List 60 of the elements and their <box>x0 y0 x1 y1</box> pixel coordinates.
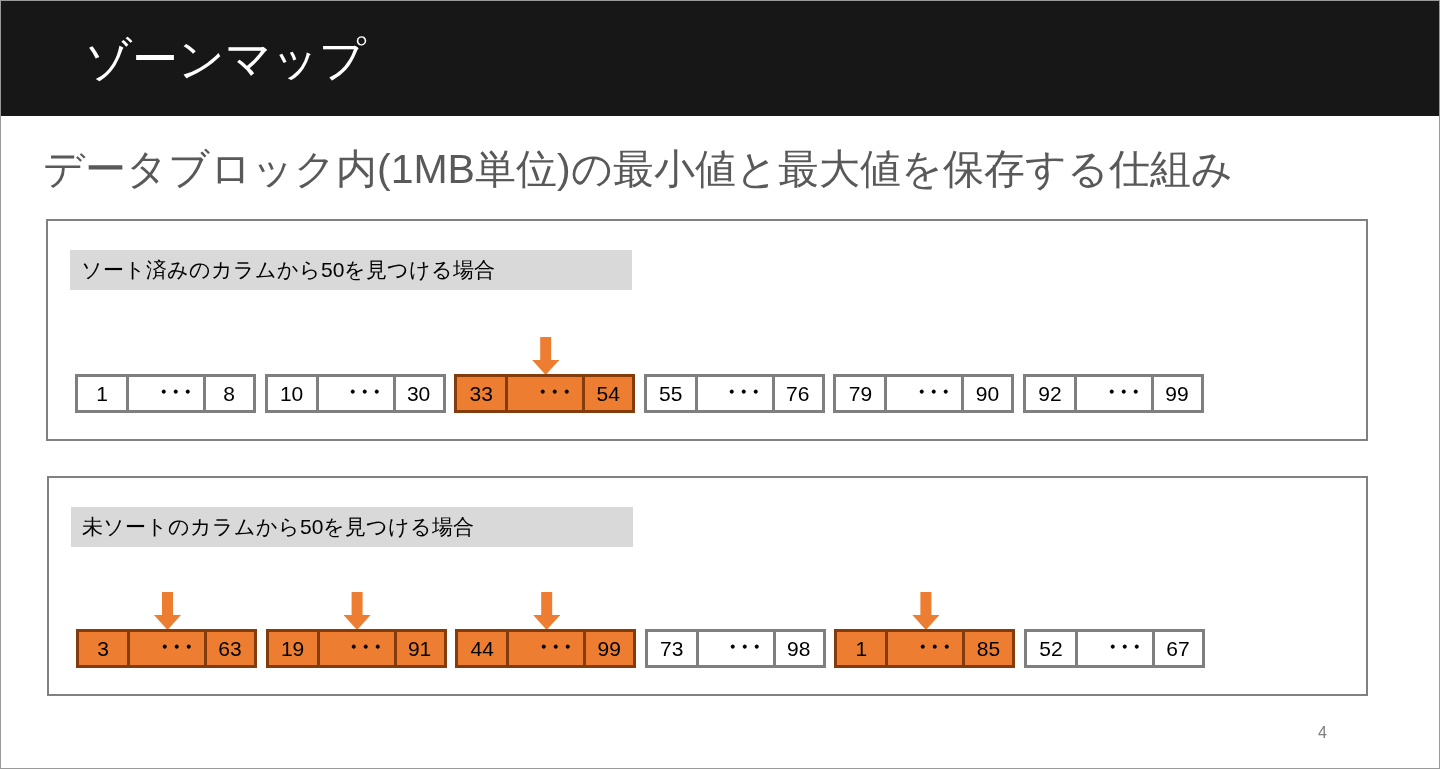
data-block <box>76 629 257 668</box>
ellipsis-cell: ・・・ <box>1074 377 1151 410</box>
page-number: 4 <box>1318 723 1327 743</box>
min-value-cell-text: 19 <box>279 635 306 662</box>
arrow <box>533 592 561 630</box>
min-value-cell-text: 92 <box>1037 380 1063 407</box>
min-value-cell-text: 55 <box>658 380 684 407</box>
max-value-cell: 8 <box>203 377 252 410</box>
ellipsis-cell: ・・・ <box>1075 632 1152 665</box>
max-value-cell: 54 <box>582 377 632 410</box>
max-value-cell: 67 <box>1152 632 1201 665</box>
data-block <box>455 629 637 668</box>
max-value-cell: 99 <box>1151 377 1200 410</box>
data-block <box>834 629 1016 668</box>
arrow <box>532 337 560 375</box>
scenario-panel <box>46 219 1368 441</box>
max-value-cell: 90 <box>961 377 1011 410</box>
min-value-cell-text: 52 <box>1038 635 1064 662</box>
ellipsis-cell: ・・・ <box>315 377 393 410</box>
min-value-cell-text: 33 <box>468 380 494 407</box>
min-value-cell-text: 1 <box>854 635 869 662</box>
ellipsis-cell: ・・・ <box>127 632 204 665</box>
max-value-cell: 98 <box>772 632 822 665</box>
panel-heading: ソート済みのカラムから50を見つける場合 <box>70 250 632 290</box>
panel-heading: 未ソートのカラムから50を見つける場合 <box>71 507 633 547</box>
max-value-cell: 99 <box>583 632 633 665</box>
ellipsis-cell: ・・・ <box>885 632 963 665</box>
max-value-cell: 63 <box>204 632 253 665</box>
data-block <box>265 629 447 668</box>
ellipsis-cell: ・・・ <box>126 377 203 410</box>
ellipsis-cell: ・・・ <box>506 632 584 665</box>
scenario-panel <box>47 476 1368 696</box>
data-block <box>264 374 446 413</box>
arrow <box>343 592 371 630</box>
max-value-cell: 30 <box>392 377 442 410</box>
subtitle: データブロック内(1MB単位)の最小値と最大値を保存する仕組み <box>43 145 1233 194</box>
min-value-cell-text: 44 <box>469 635 495 662</box>
ellipsis-cell: ・・・ <box>316 632 394 665</box>
data-block <box>643 374 825 413</box>
max-value-cell: 85 <box>962 632 1012 665</box>
ellipsis-cell: ・・・ <box>694 377 772 410</box>
min-value-cell-text: 1 <box>95 380 109 407</box>
data-block <box>644 629 826 668</box>
arrow <box>154 592 181 630</box>
ellipsis-cell: ・・・ <box>884 377 962 410</box>
arrow <box>912 592 940 630</box>
data-block <box>75 374 256 413</box>
min-value-cell-text: 73 <box>659 635 685 662</box>
slide-title: ゾーンマップ <box>85 32 366 87</box>
data-block <box>1023 374 1204 413</box>
data-block <box>454 374 636 413</box>
max-value-cell: 91 <box>393 632 443 665</box>
data-block <box>833 374 1015 413</box>
ellipsis-cell: ・・・ <box>505 377 583 410</box>
min-value-cell-text: 3 <box>96 635 110 662</box>
min-value-cell-text: 10 <box>278 380 305 407</box>
max-value-cell: 76 <box>771 377 821 410</box>
data-block <box>1024 629 1205 668</box>
ellipsis-cell: ・・・ <box>695 632 773 665</box>
min-value-cell-text: 79 <box>847 380 874 407</box>
